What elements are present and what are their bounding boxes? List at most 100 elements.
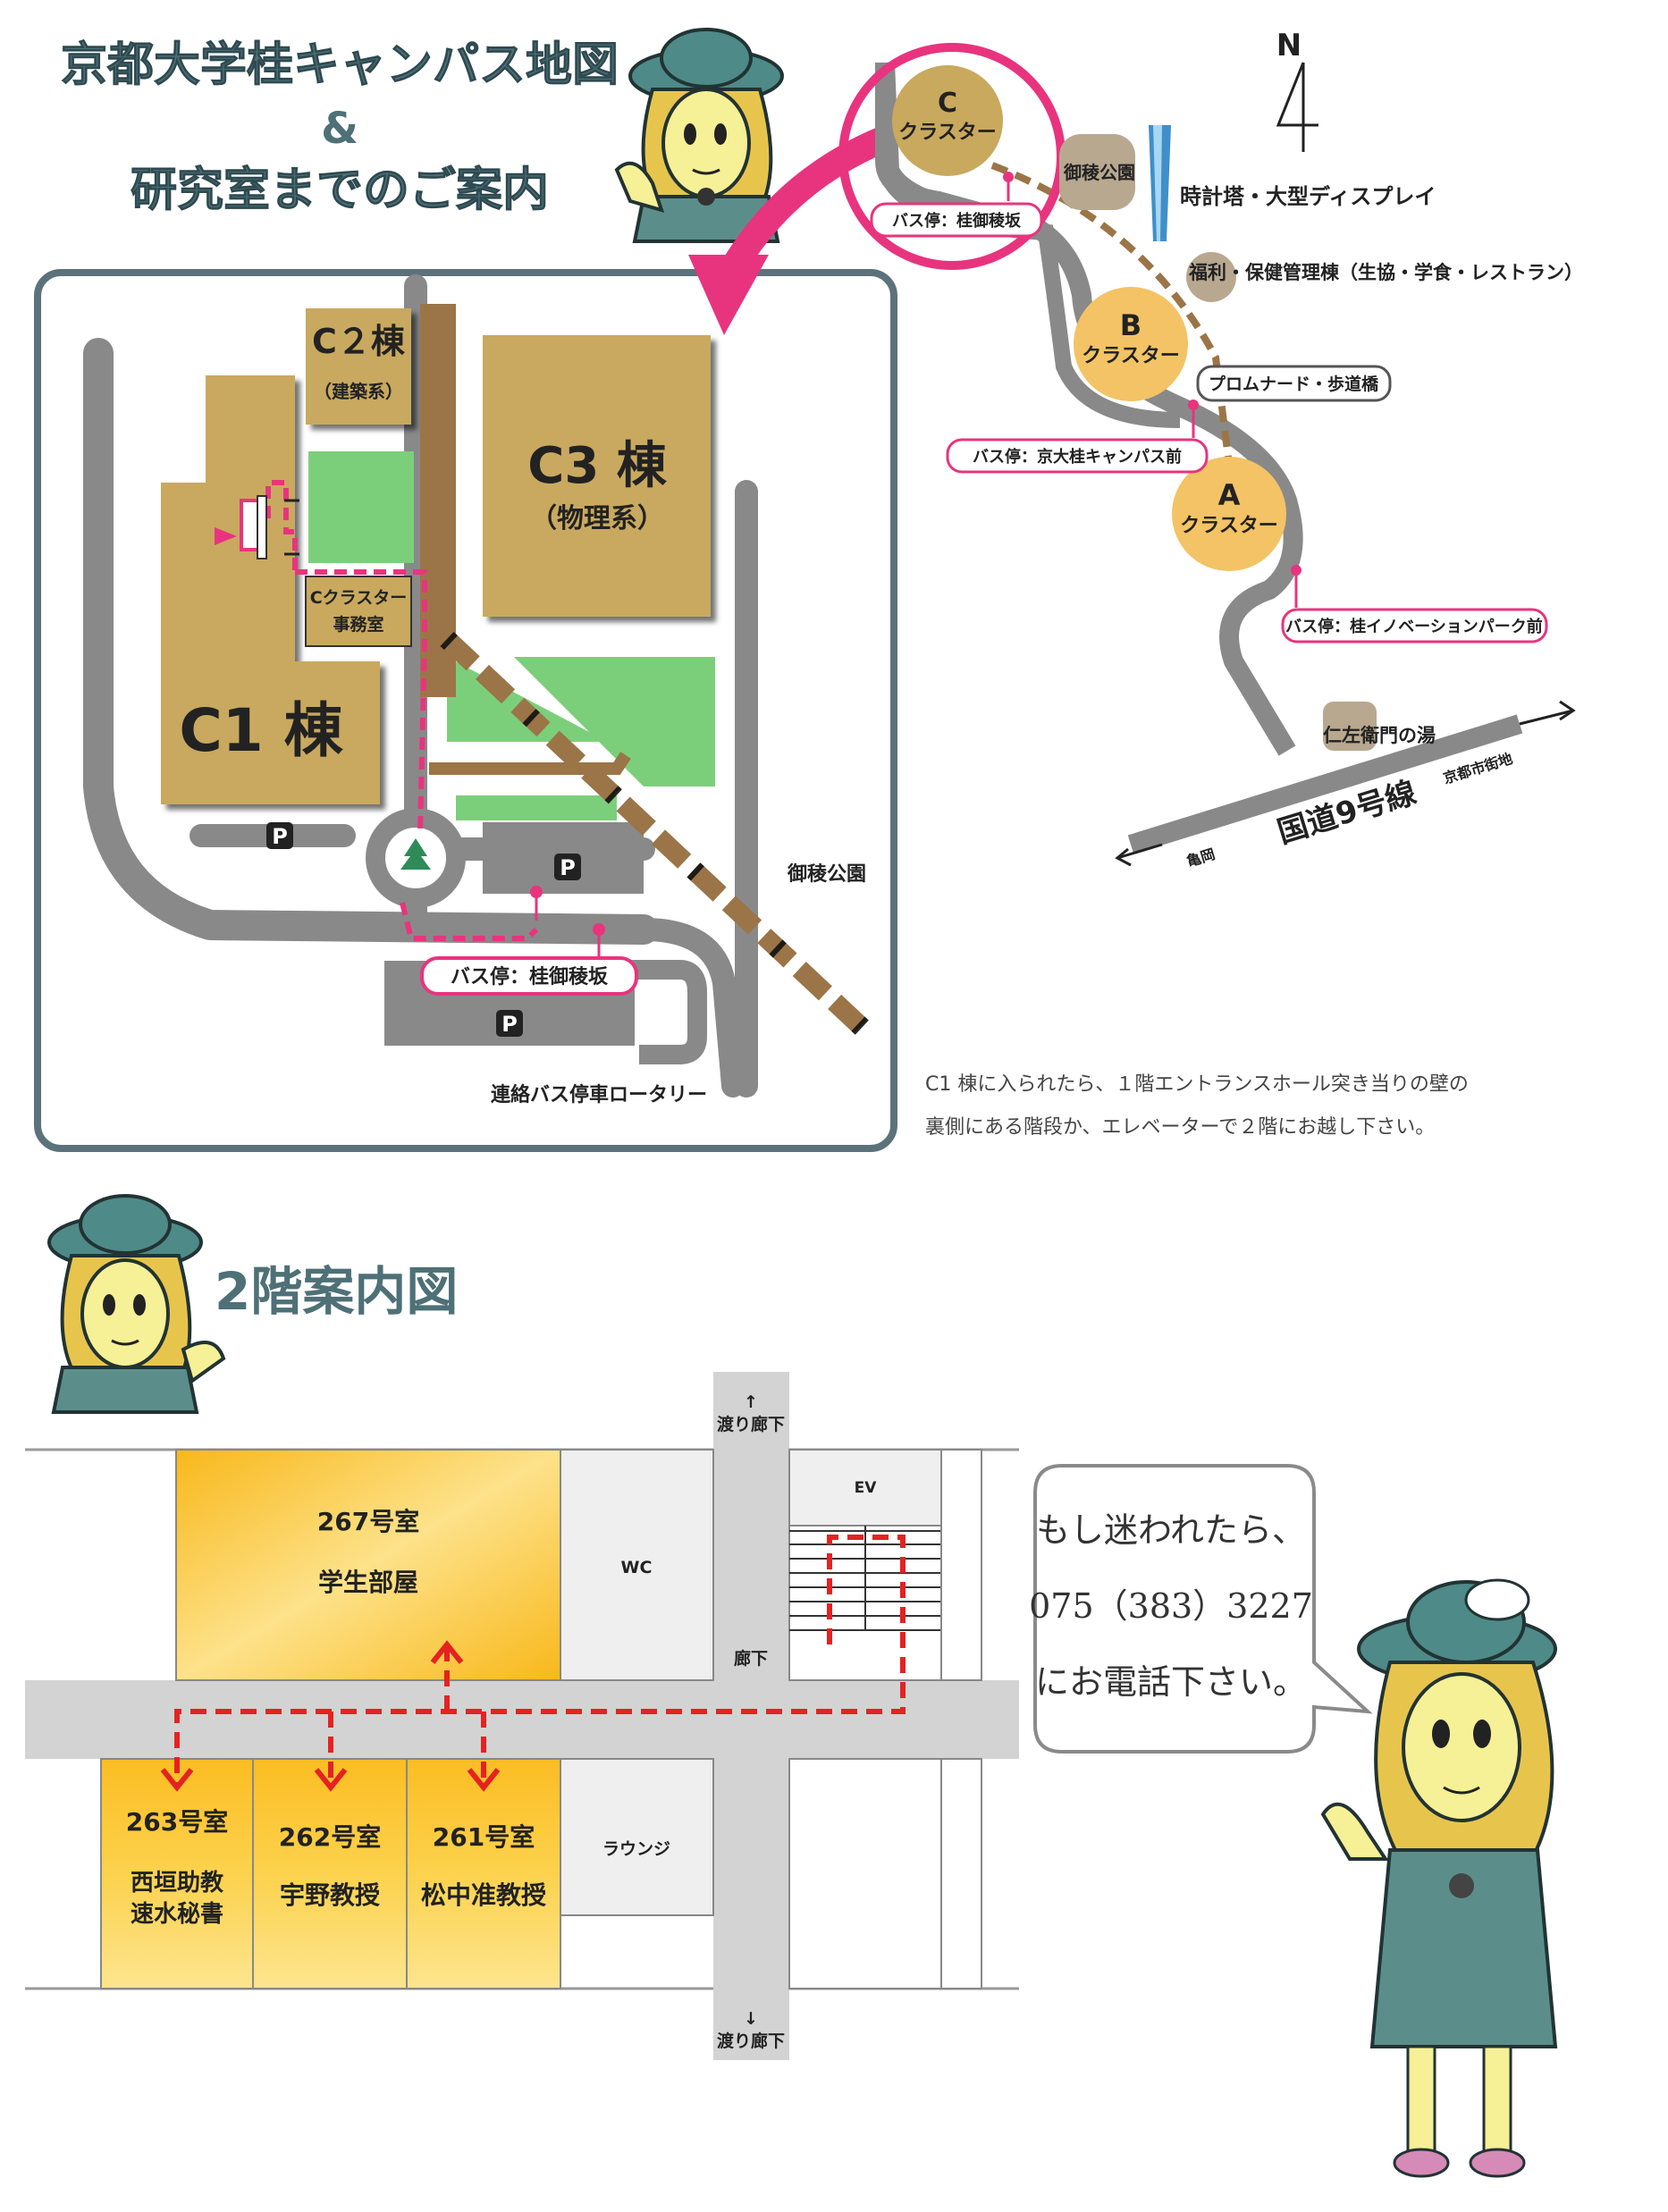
- zoom-arrow: [721, 126, 890, 275]
- arrow-kyoto: [1519, 709, 1574, 726]
- svg-text:松中准教授: 松中准教授: [421, 1880, 546, 1910]
- floor-plan: 267号室 学生部屋 WC EV 廊下 ラウンジ ↑ 渡り廊下 ↓ 渡り廊下 2…: [25, 1372, 1019, 2060]
- zoom-arrow-head: [688, 255, 769, 335]
- route-9-road: [1127, 714, 1523, 854]
- svg-text:EV: EV: [855, 1479, 878, 1497]
- office-label-1: Cクラスター: [310, 588, 408, 608]
- svg-text:御稜公園: 御稜公園: [1063, 162, 1135, 183]
- north-arrow-icon: [1276, 62, 1318, 152]
- svg-text:渡り廊下: 渡り廊下: [717, 2031, 785, 2051]
- room-263: [100, 1758, 254, 1989]
- welfare-label: 福利・保健管理棟（生協・学食・レストラン）: [1188, 262, 1583, 283]
- bubble-line-1: もし迷われたら、: [1036, 1510, 1306, 1550]
- room-261: [406, 1758, 561, 1989]
- room-edge-bottom-2: [940, 1758, 982, 1989]
- c-cluster-office: [305, 576, 412, 647]
- bus-badge-c: [870, 202, 1043, 238]
- svg-text:A: A: [1218, 478, 1241, 512]
- arrow-kameoka: [1116, 843, 1163, 860]
- entrance-ticks: [284, 499, 299, 556]
- svg-text:バス停：桂御稜坂: バス停：桂御稜坂: [892, 211, 1022, 231]
- cluster-b: [1074, 287, 1188, 401]
- building-c1-label: C1 棟: [179, 696, 343, 765]
- grass-strip: [456, 795, 617, 820]
- svg-text:P: P: [501, 1012, 518, 1037]
- room-267: [175, 1449, 561, 1681]
- cluster-a: [1172, 457, 1286, 571]
- svg-text:262号室: 262号室: [279, 1822, 381, 1852]
- promenade-badge: [1196, 365, 1392, 402]
- building-c3-sub-label: （物理系）: [530, 503, 664, 534]
- parking-icon: P: [554, 854, 581, 880]
- svg-text:クラスター: クラスター: [1082, 345, 1180, 367]
- bus-stop-pin: [1188, 400, 1199, 438]
- bubble-line-2: 075（383）3227: [1029, 1586, 1313, 1626]
- route-arrowheads: [160, 1640, 501, 1792]
- page-title: 京都大学桂キャンパス地図 & 研究室までのご案内: [60, 38, 619, 218]
- parking-icon: P: [266, 822, 293, 849]
- svg-text:速水秘書: 速水秘書: [131, 1900, 223, 1928]
- svg-text:261号室: 261号室: [433, 1822, 535, 1852]
- bus-stop-badge: [420, 956, 638, 996]
- park-block: [1059, 134, 1135, 210]
- svg-text:B: B: [1120, 308, 1141, 342]
- svg-text:↓: ↓: [744, 2009, 758, 2029]
- svg-text:WC: WC: [621, 1558, 653, 1577]
- svg-text:C: C: [938, 88, 957, 119]
- grass-c2: [308, 451, 414, 563]
- building-c1: [161, 375, 380, 804]
- title-line-1: 京都大学桂キャンパス地図: [61, 38, 619, 92]
- svg-text:267号室: 267号室: [317, 1507, 419, 1536]
- clock-label: 時計塔・大型ディスプレイ: [1180, 184, 1436, 209]
- mascot-mid-icon: [47, 1194, 226, 1414]
- svg-text:宇野教授: 宇野教授: [280, 1880, 380, 1910]
- building-c3-label: C3 棟: [527, 437, 668, 495]
- area-map: C クラスター B クラスター A クラスター 御稜公園 N 時計塔・大型ディス…: [838, 28, 1583, 871]
- room-edge-bottom: [788, 1758, 942, 1989]
- svg-text:P: P: [272, 824, 288, 849]
- directions-line-2: 裏側にある階段か、エレベーターで２階にお越し下さい。: [925, 1116, 1435, 1139]
- directions-line-1: C1 棟に入られたら、１階エントランスホール突き当りの壁の: [925, 1073, 1469, 1096]
- bus-badge-a: [1281, 608, 1548, 643]
- floor-route: [174, 1535, 906, 1783]
- room-lounge: [560, 1758, 714, 1916]
- room-262: [252, 1758, 408, 1989]
- bus-stop-pin: [1291, 565, 1302, 608]
- bus-stop-pin: [530, 886, 543, 921]
- bubble-line-3: にお電話下さい。: [1035, 1662, 1307, 1702]
- kameoka-label: 亀岡: [1184, 845, 1217, 871]
- onsen-block: [1323, 702, 1377, 751]
- title-line-2: &: [321, 104, 358, 154]
- svg-text:↑: ↑: [744, 1392, 758, 1412]
- room-edge: [940, 1449, 982, 1681]
- welfare-block: [1186, 252, 1236, 302]
- rotary-label: 連絡バス停車ロータリー: [491, 1083, 707, 1106]
- campus-detail-map: C２棟 （建築系） C3 棟 （物理系） C1 棟 Cクラスター 事務室 P P…: [34, 269, 897, 1152]
- building-c3: [483, 335, 711, 617]
- svg-text:クラスター: クラスター: [898, 122, 997, 144]
- mascot-top-icon: [614, 28, 784, 243]
- entry-arrow: [215, 527, 237, 545]
- stairs-marker: [257, 495, 267, 559]
- room-ev: [788, 1449, 942, 1527]
- vertical-corridor: [713, 1372, 789, 2060]
- stairs-lines: [789, 1526, 941, 1631]
- svg-text:渡り廊下: 渡り廊下: [717, 1414, 785, 1434]
- svg-text:西垣助教: 西垣助教: [131, 1870, 223, 1897]
- kyoto-city-label: 京都市街地: [1441, 750, 1514, 787]
- office-label-2: 事務室: [333, 614, 383, 635]
- main-corridor: [25, 1680, 1019, 1759]
- svg-text:P: P: [560, 855, 576, 880]
- svg-text:バス停：桂イノベーションパーク前: バス停：桂イノベーションパーク前: [1285, 617, 1543, 636]
- floor-heading: 2階案内図: [215, 1261, 458, 1322]
- speech-bubble: もし迷われたら、 075（383）3227 にお電話下さい。: [1029, 1464, 1373, 1754]
- room-wc: [560, 1449, 714, 1681]
- parking-icon: P: [496, 1010, 523, 1037]
- svg-text:廊下: 廊下: [734, 1648, 768, 1669]
- svg-text:バス停：京大桂キャンパス前: バス停：京大桂キャンパス前: [973, 447, 1182, 467]
- cluster-c: [892, 65, 1003, 176]
- svg-text:プロムナード・歩道橋: プロムナード・歩道橋: [1209, 374, 1379, 394]
- building-c2-label: C２棟: [312, 322, 406, 361]
- svg-text:学生部屋: 学生部屋: [318, 1568, 418, 1597]
